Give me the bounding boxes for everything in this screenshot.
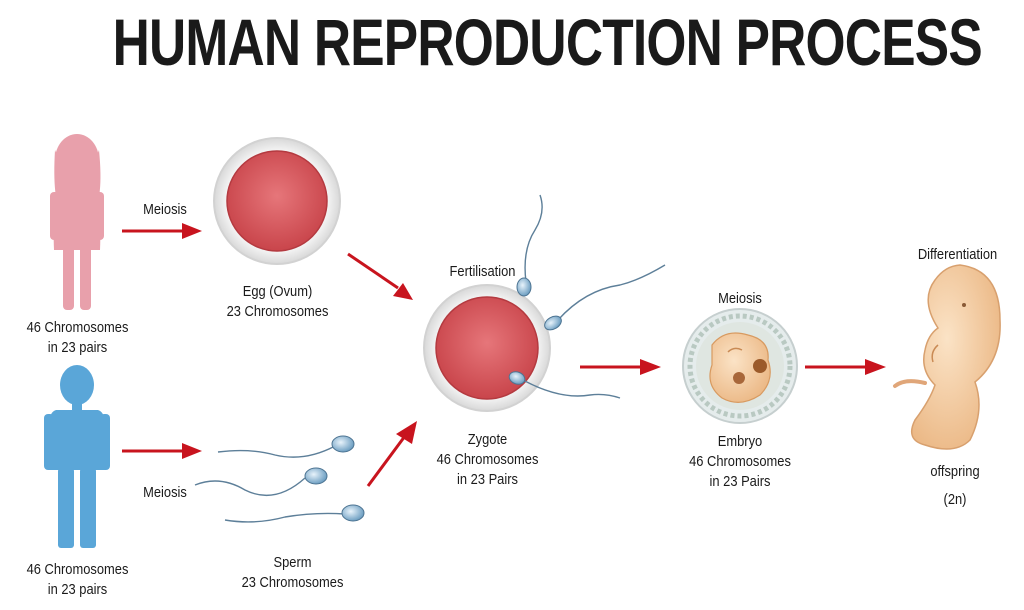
sperm-group-icon: [194, 435, 365, 523]
male-silhouette-icon: [44, 365, 110, 548]
differentiation-label: Differentiation: [917, 246, 998, 263]
embryo-label: Embryo 46 Chromosomes in 23 Pairs: [689, 433, 791, 490]
male-chromosomes-label: 46 Chromosomes in 23 pairs: [26, 561, 129, 598]
embryo-cell-icon: [682, 308, 798, 424]
fertilisation-label: Fertilisation: [449, 263, 516, 280]
arrows: [122, 223, 886, 487]
zygote-cell-icon: [423, 284, 551, 412]
zygote-sperm-heads-icon: [508, 277, 562, 385]
meiosis-male-label: Meiosis: [143, 484, 187, 501]
meiosis-embryo-label: Meiosis: [718, 290, 762, 307]
egg-label: Egg (Ovum) 23 Chromosomes: [226, 283, 329, 320]
offspring-label: offspring (2n): [930, 463, 980, 508]
offspring-fetus-icon: [893, 264, 1001, 450]
egg-cell-icon: [213, 137, 341, 265]
page-title: HUMAN REPRODUCTION PROCESS: [112, 5, 983, 79]
zygote-label: Zygote 46 Chromosomes in 23 Pairs: [436, 431, 539, 488]
sperm-label: Sperm 23 Chromosomes: [241, 554, 344, 591]
female-silhouette-icon: [50, 134, 104, 310]
meiosis-female-label: Meiosis: [143, 201, 187, 218]
female-chromosomes-label: 46 Chromosomes in 23 pairs: [26, 319, 129, 356]
zygote-sperm-icon: [522, 194, 666, 399]
